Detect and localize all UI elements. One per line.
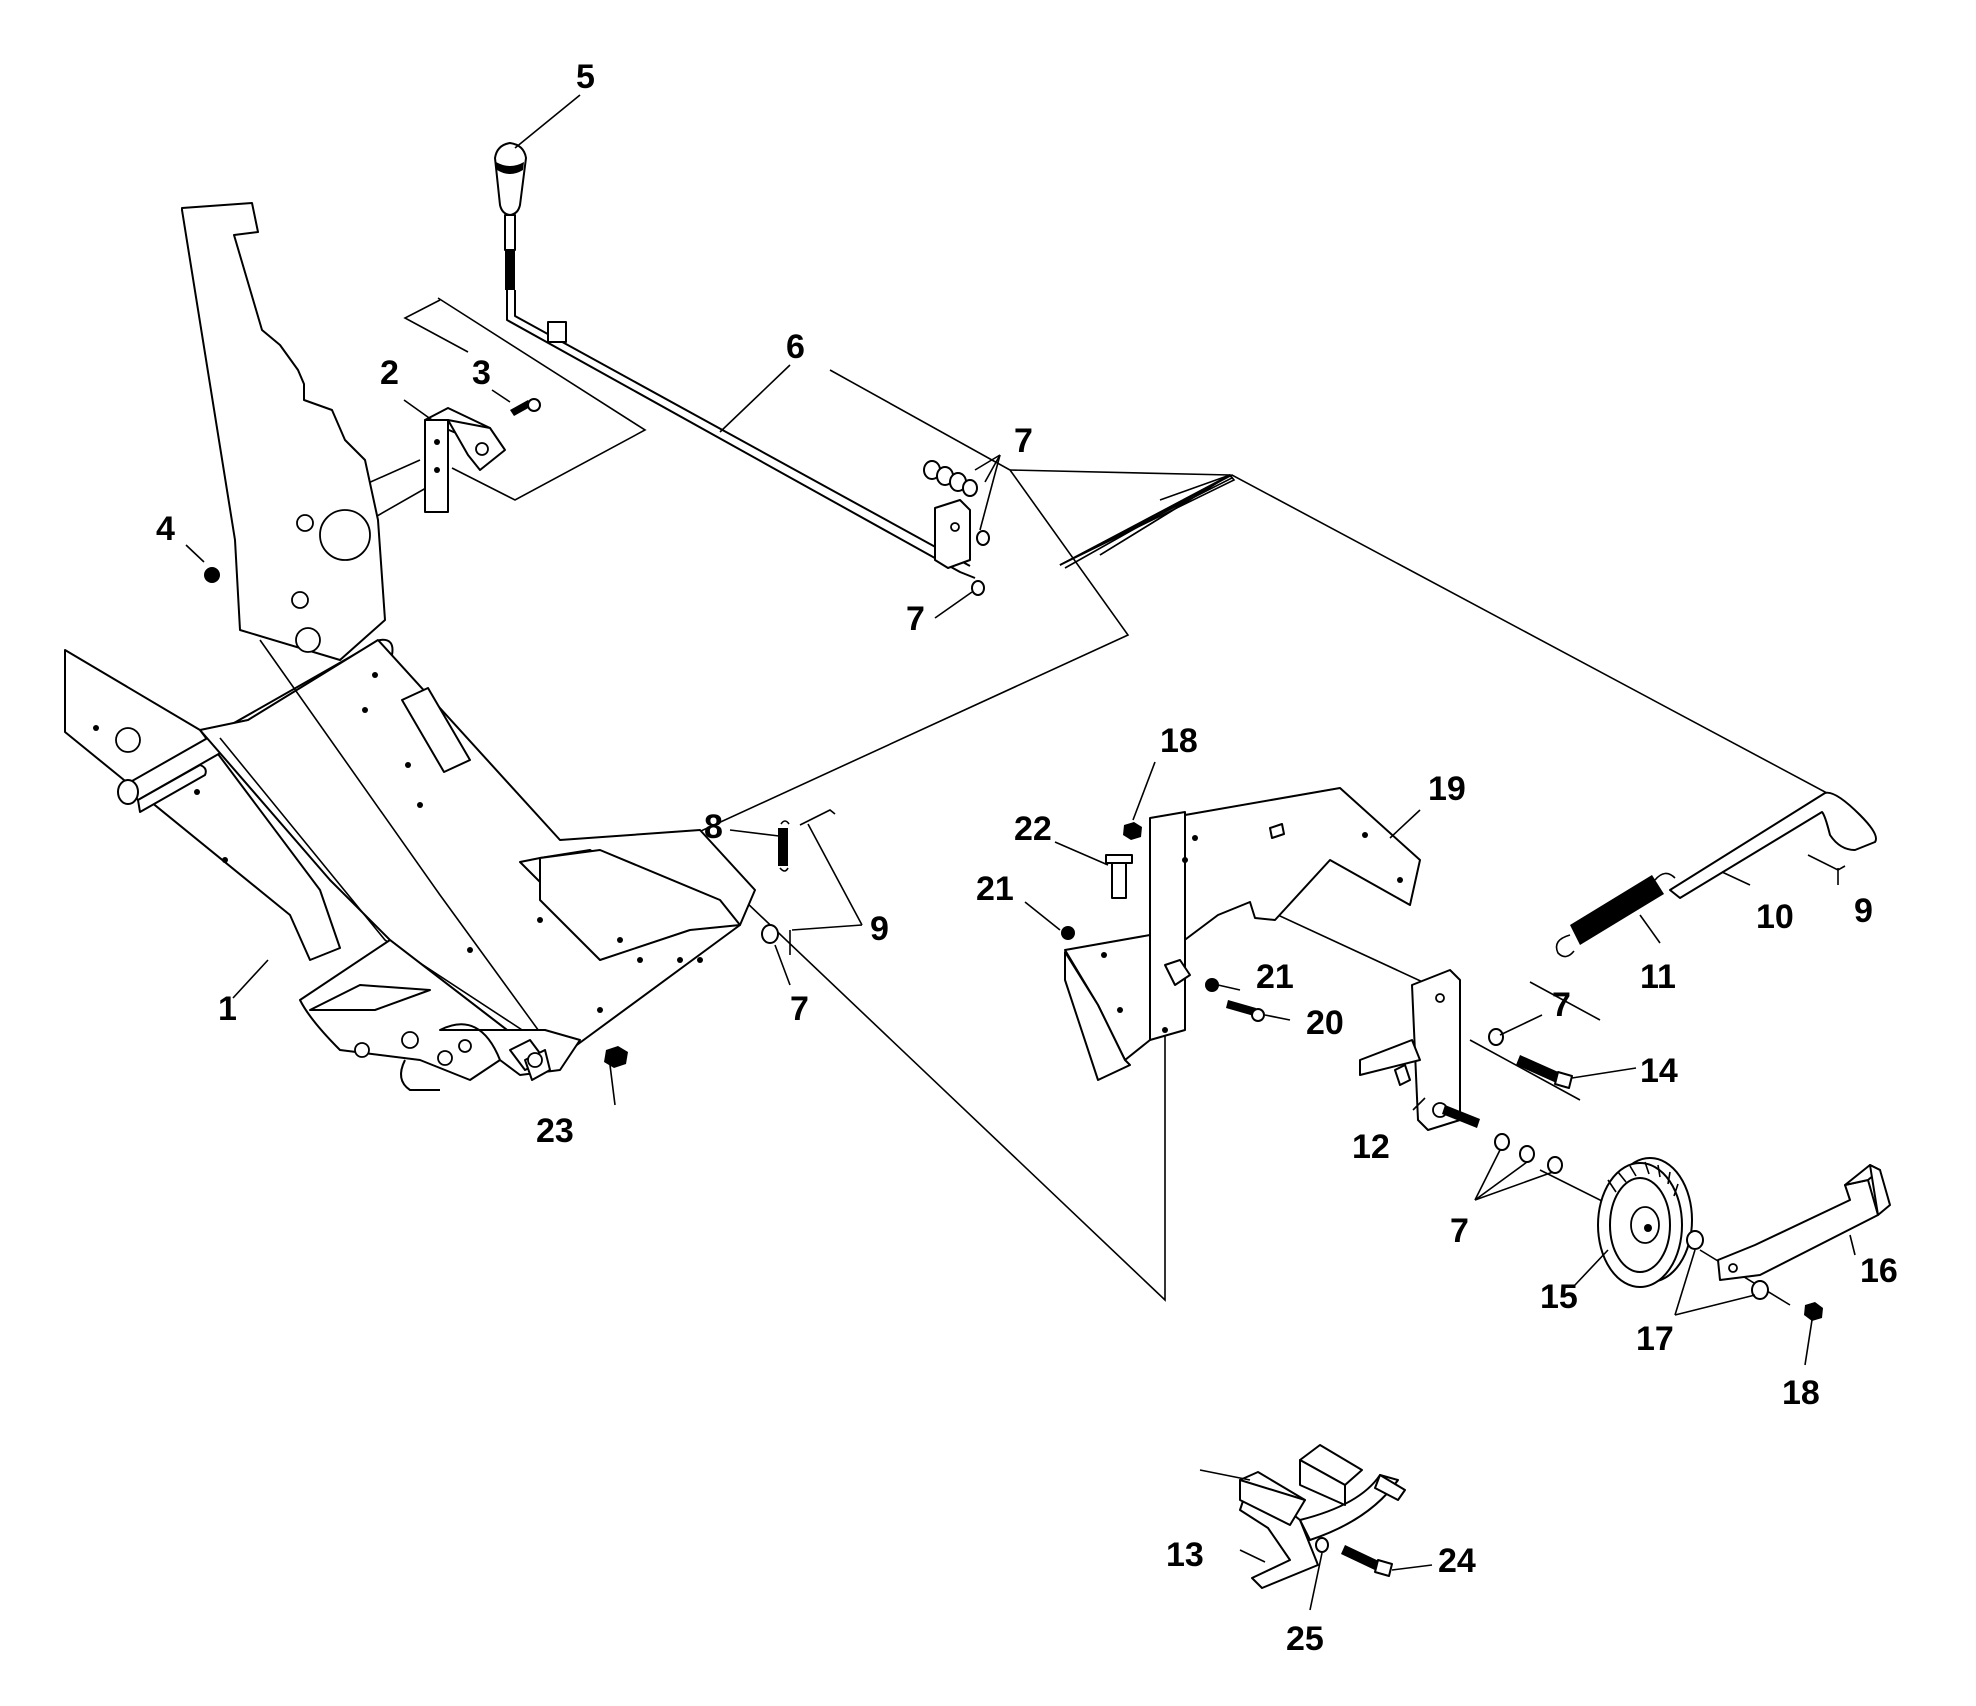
idler-arm: [1359, 969, 1480, 1131]
belt-guide-16: [1717, 1164, 1891, 1281]
idler-pulley: [1494, 1133, 1823, 1321]
slot: [401, 687, 471, 773]
bolt-14: [1516, 1055, 1565, 1085]
callout-8: 8: [704, 808, 723, 846]
rod-10: [1669, 791, 1877, 899]
callout-24: 24: [1438, 1542, 1476, 1580]
callout-14: 14: [1640, 1052, 1678, 1090]
callout-21-left: 21: [976, 870, 1014, 908]
callout-11: 11: [1640, 958, 1676, 996]
spring-8: [778, 828, 788, 866]
pivot-bracket: [424, 398, 541, 513]
callout-19: 19: [1428, 770, 1466, 808]
bolt-3: [510, 400, 532, 416]
callout-23: 23: [536, 1112, 574, 1150]
frame-assembly: [64, 202, 756, 1091]
callout-25: 25: [1286, 1620, 1324, 1658]
callout-7-arm: 7: [1552, 986, 1571, 1024]
callout-15: 15: [1540, 1278, 1578, 1316]
callout-22: 22: [1014, 810, 1052, 848]
washers-upper: [923, 460, 990, 596]
shift-knob: [494, 142, 527, 216]
spring-and-pins-left: [761, 809, 836, 955]
belt-guide-13: [1199, 1444, 1406, 1589]
callout-21-right: 21: [1256, 958, 1294, 996]
nut-18-top: [1123, 822, 1142, 840]
nut-21-right: [1205, 978, 1219, 992]
nut-4: [204, 567, 220, 583]
callout-labels: 5 2 3 6 7 4 7 8 9 7 1 23 18 22 19 21 21 …: [156, 58, 1898, 1658]
guide-16: [1717, 1179, 1879, 1281]
tension-rod-and-spring: [1488, 791, 1877, 1089]
nut-23: [604, 1046, 628, 1068]
panel-19: [1154, 787, 1421, 946]
callout-20: 20: [1306, 1004, 1344, 1042]
callout-5: 5: [576, 58, 595, 96]
shift-lever-assembly: [494, 142, 976, 579]
nut-18-bottom: [1804, 1302, 1823, 1321]
upper-plate: [181, 202, 386, 661]
callout-7-left: 7: [790, 990, 809, 1028]
bolt-20: [1226, 1000, 1256, 1016]
callout-13: 13: [1166, 1536, 1204, 1574]
callout-4: 4: [156, 510, 175, 548]
idler-panel: [1061, 787, 1421, 1081]
washer-25: [1315, 1537, 1329, 1553]
callout-7-rod: 7: [906, 600, 925, 638]
nut-21-left: [1061, 926, 1075, 940]
callout-9-left: 9: [870, 910, 889, 948]
callout-17: 17: [1636, 1320, 1674, 1358]
left-side-plate: [64, 649, 341, 961]
callout-1: 1: [218, 990, 237, 1028]
callout-7-upper: 7: [1014, 422, 1033, 460]
rod-bracket: [934, 499, 971, 569]
callout-18-bottom: 18: [1782, 1374, 1820, 1412]
leader-lines: [185, 94, 1856, 1611]
callout-2: 2: [380, 354, 399, 392]
bolt-24: [1341, 1545, 1383, 1572]
callout-7-pulley: 7: [1450, 1212, 1469, 1250]
callout-6: 6: [786, 328, 805, 366]
callout-18-top: 18: [1160, 722, 1198, 760]
callout-9-right: 9: [1854, 892, 1873, 930]
spring-11: [1570, 875, 1664, 945]
callout-12: 12: [1352, 1128, 1390, 1166]
callout-16: 16: [1860, 1252, 1898, 1290]
callout-10: 10: [1756, 898, 1794, 936]
callout-3: 3: [472, 354, 491, 392]
